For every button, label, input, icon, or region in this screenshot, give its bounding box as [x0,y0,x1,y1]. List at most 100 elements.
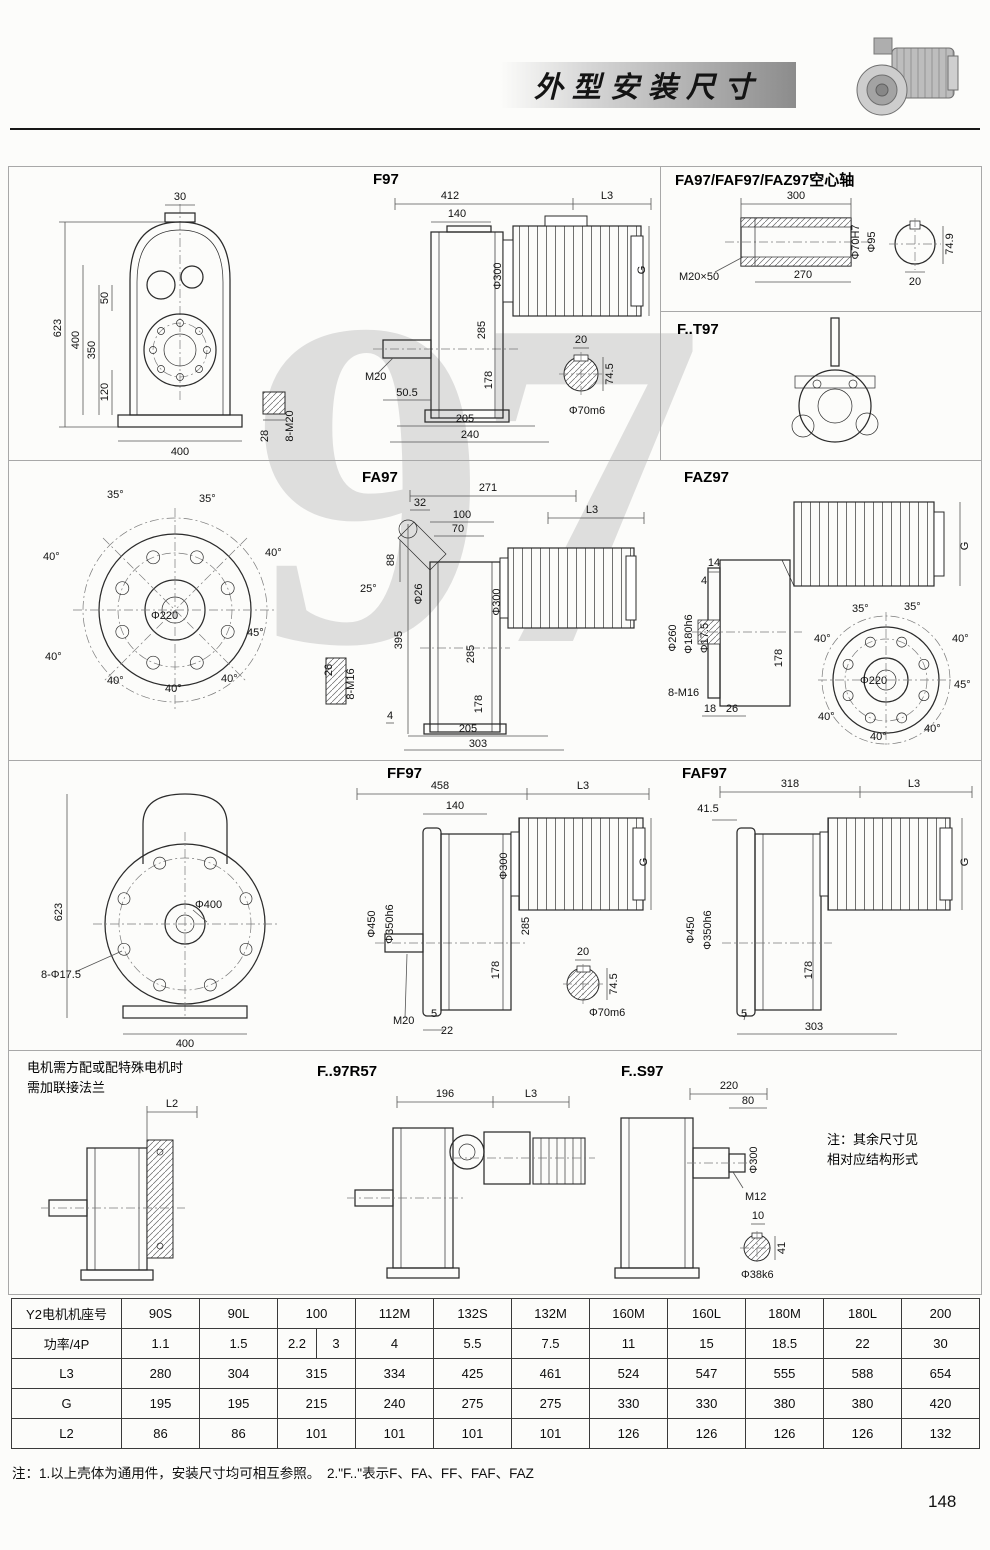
table-cell: 461 [511,1358,591,1389]
other-dims-note-line1: 注：其余尺寸见 [827,1132,918,1147]
dim-G: G [638,858,650,867]
dim-d220: Φ220 [151,610,178,622]
angle-label: 40° [952,633,969,645]
angle-label: 45° [954,679,971,691]
dim-d220: Φ220 [860,675,887,687]
dimension-lines [689,1088,776,1260]
table-row-L2: L2 86 86 101 101 101 101 126 126 126 126… [11,1418,981,1449]
dim-d70m6: Φ70m6 [569,405,605,417]
angle-label: 40° [165,683,182,695]
dim-L3: L3 [586,504,598,516]
table-cell: 126 [823,1418,903,1449]
table-row-L3: L3 280 304 315 334 425 461 524 547 555 5… [11,1358,981,1389]
table-row-power: 功率/4P 1.1 1.5 2.2 3 4 5.5 7.5 11 15 18.5… [11,1328,981,1359]
motor-flange-note-line2: 需加联接法兰 [27,1080,105,1095]
panel-flange-circle: 40° 35° 35° 40° 45° 40° 40° 40° 40° Φ220 [43,489,282,712]
dim-4: 4 [387,710,393,722]
angle-label: 35° [904,601,921,613]
panel-flange-note: 电机需方配或配特殊电机时 需加联接法兰 L2 [27,1060,198,1281]
dim-50-5: 50.5 [396,387,417,399]
panel-hollow-shaft: FA97/FAF97/FAZ97空心轴 300 270 M20×50 Φ70H7… [675,171,956,288]
dim-300: 300 [787,190,805,202]
row-label: L3 [11,1358,122,1389]
angle-label: 40° [818,711,835,723]
panel-fs97: F..S97 220 80 Φ300 M12 10 41 Φ38k6 注 [614,1063,918,1281]
panel-title-fr57: F..97R57 [317,1063,377,1080]
table-cell: 132M [511,1298,591,1329]
dim-d95: Φ95 [866,231,878,252]
fr57-drawing [347,1127,595,1279]
dim-395: 395 [393,631,405,649]
table-cell: 200 [901,1298,981,1329]
dim-d180h6: Φ180h6 [683,614,695,653]
angle-label: 40° [45,651,62,663]
dim-100: 100 [453,509,471,521]
table-cell: 86 [199,1418,278,1449]
panel-divider [8,166,9,1294]
dim-L2: L2 [166,1098,178,1110]
dim-285: 285 [476,321,488,339]
dim-400: 400 [176,1038,194,1048]
table-row-G: G 195 195 215 240 275 275 330 330 380 38… [11,1388,981,1419]
dim-M20: M20 [365,371,386,383]
panel-ft97: F..T97 [677,317,879,443]
dim-285: 285 [465,645,477,663]
dim-M20: M20 [393,1015,414,1027]
dim-303: 303 [469,738,487,750]
panel-title-faf97: FAF97 [682,765,727,782]
gearbox-photo-drawing [856,37,959,116]
faz97-side-drawing [692,501,954,748]
fs97-drawing [614,1117,774,1279]
torque-arm-drawing [791,317,879,443]
dimension-lines [59,204,242,442]
panel-title-ff97: FF97 [387,765,422,782]
dim-d300: Φ300 [491,588,503,615]
dim-178: 178 [490,961,502,979]
table-cell: 160M [589,1298,669,1329]
shaft-section-detail [559,347,604,396]
panel-front-view-top: 30 50 350 400 120 623 400 28 8-M20 [52,191,296,458]
dim-74-5: 74.5 [604,363,616,384]
dim-5: 5 [431,1008,437,1020]
panel-divider [660,311,982,312]
table-cell: 100 [276,1298,357,1329]
dim-5: 5 [741,1008,747,1020]
table-cell: 275 [433,1388,513,1419]
dim-20: 20 [909,276,921,288]
panel-title-fs97: F..S97 [621,1063,664,1080]
dim-20: 20 [577,946,589,958]
dim-G: G [959,858,971,867]
dim-d70H7: Φ70H7 [850,224,862,259]
table-cell: 160L [667,1298,747,1329]
table-cell: 7.5 [511,1328,591,1359]
dim-412: 412 [441,190,459,202]
dim-d300: Φ300 [492,262,504,289]
faf97-side-drawing [722,817,953,1017]
dim-d300: Φ300 [498,852,510,879]
table-cell: 275 [511,1388,591,1419]
table-cell: 330 [667,1388,747,1419]
angle-label: 35° [107,489,124,501]
dim-74-9: 74.9 [944,233,956,254]
table-cell: 132 [901,1418,981,1449]
dimension-lines [66,794,247,1035]
dimension-lines [712,786,973,1035]
panel-ff97: FF97 458 L3 140 Φ450 Φ350h6 Φ300 [356,765,652,1037]
panel-divider [981,166,982,1294]
dim-8-M16: 8-M16 [668,687,699,699]
dim-50: 50 [99,292,111,304]
table-cell: 304 [199,1358,278,1389]
table-cell: 101 [433,1418,513,1449]
dim-205: 205 [459,723,477,735]
table-cell: 240 [355,1388,435,1419]
dim-285: 285 [520,917,532,935]
table-cell: 22 [823,1328,903,1359]
dimension-lines [714,198,944,283]
table-cell: 654 [901,1358,981,1389]
dim-L3: L3 [908,778,920,790]
angle-label: 40° [43,551,60,563]
dimension-lines [376,198,652,443]
dim-350: 350 [86,341,98,359]
dim-d350h6: Φ350h6 [384,904,396,943]
table-cell: 334 [355,1358,435,1389]
